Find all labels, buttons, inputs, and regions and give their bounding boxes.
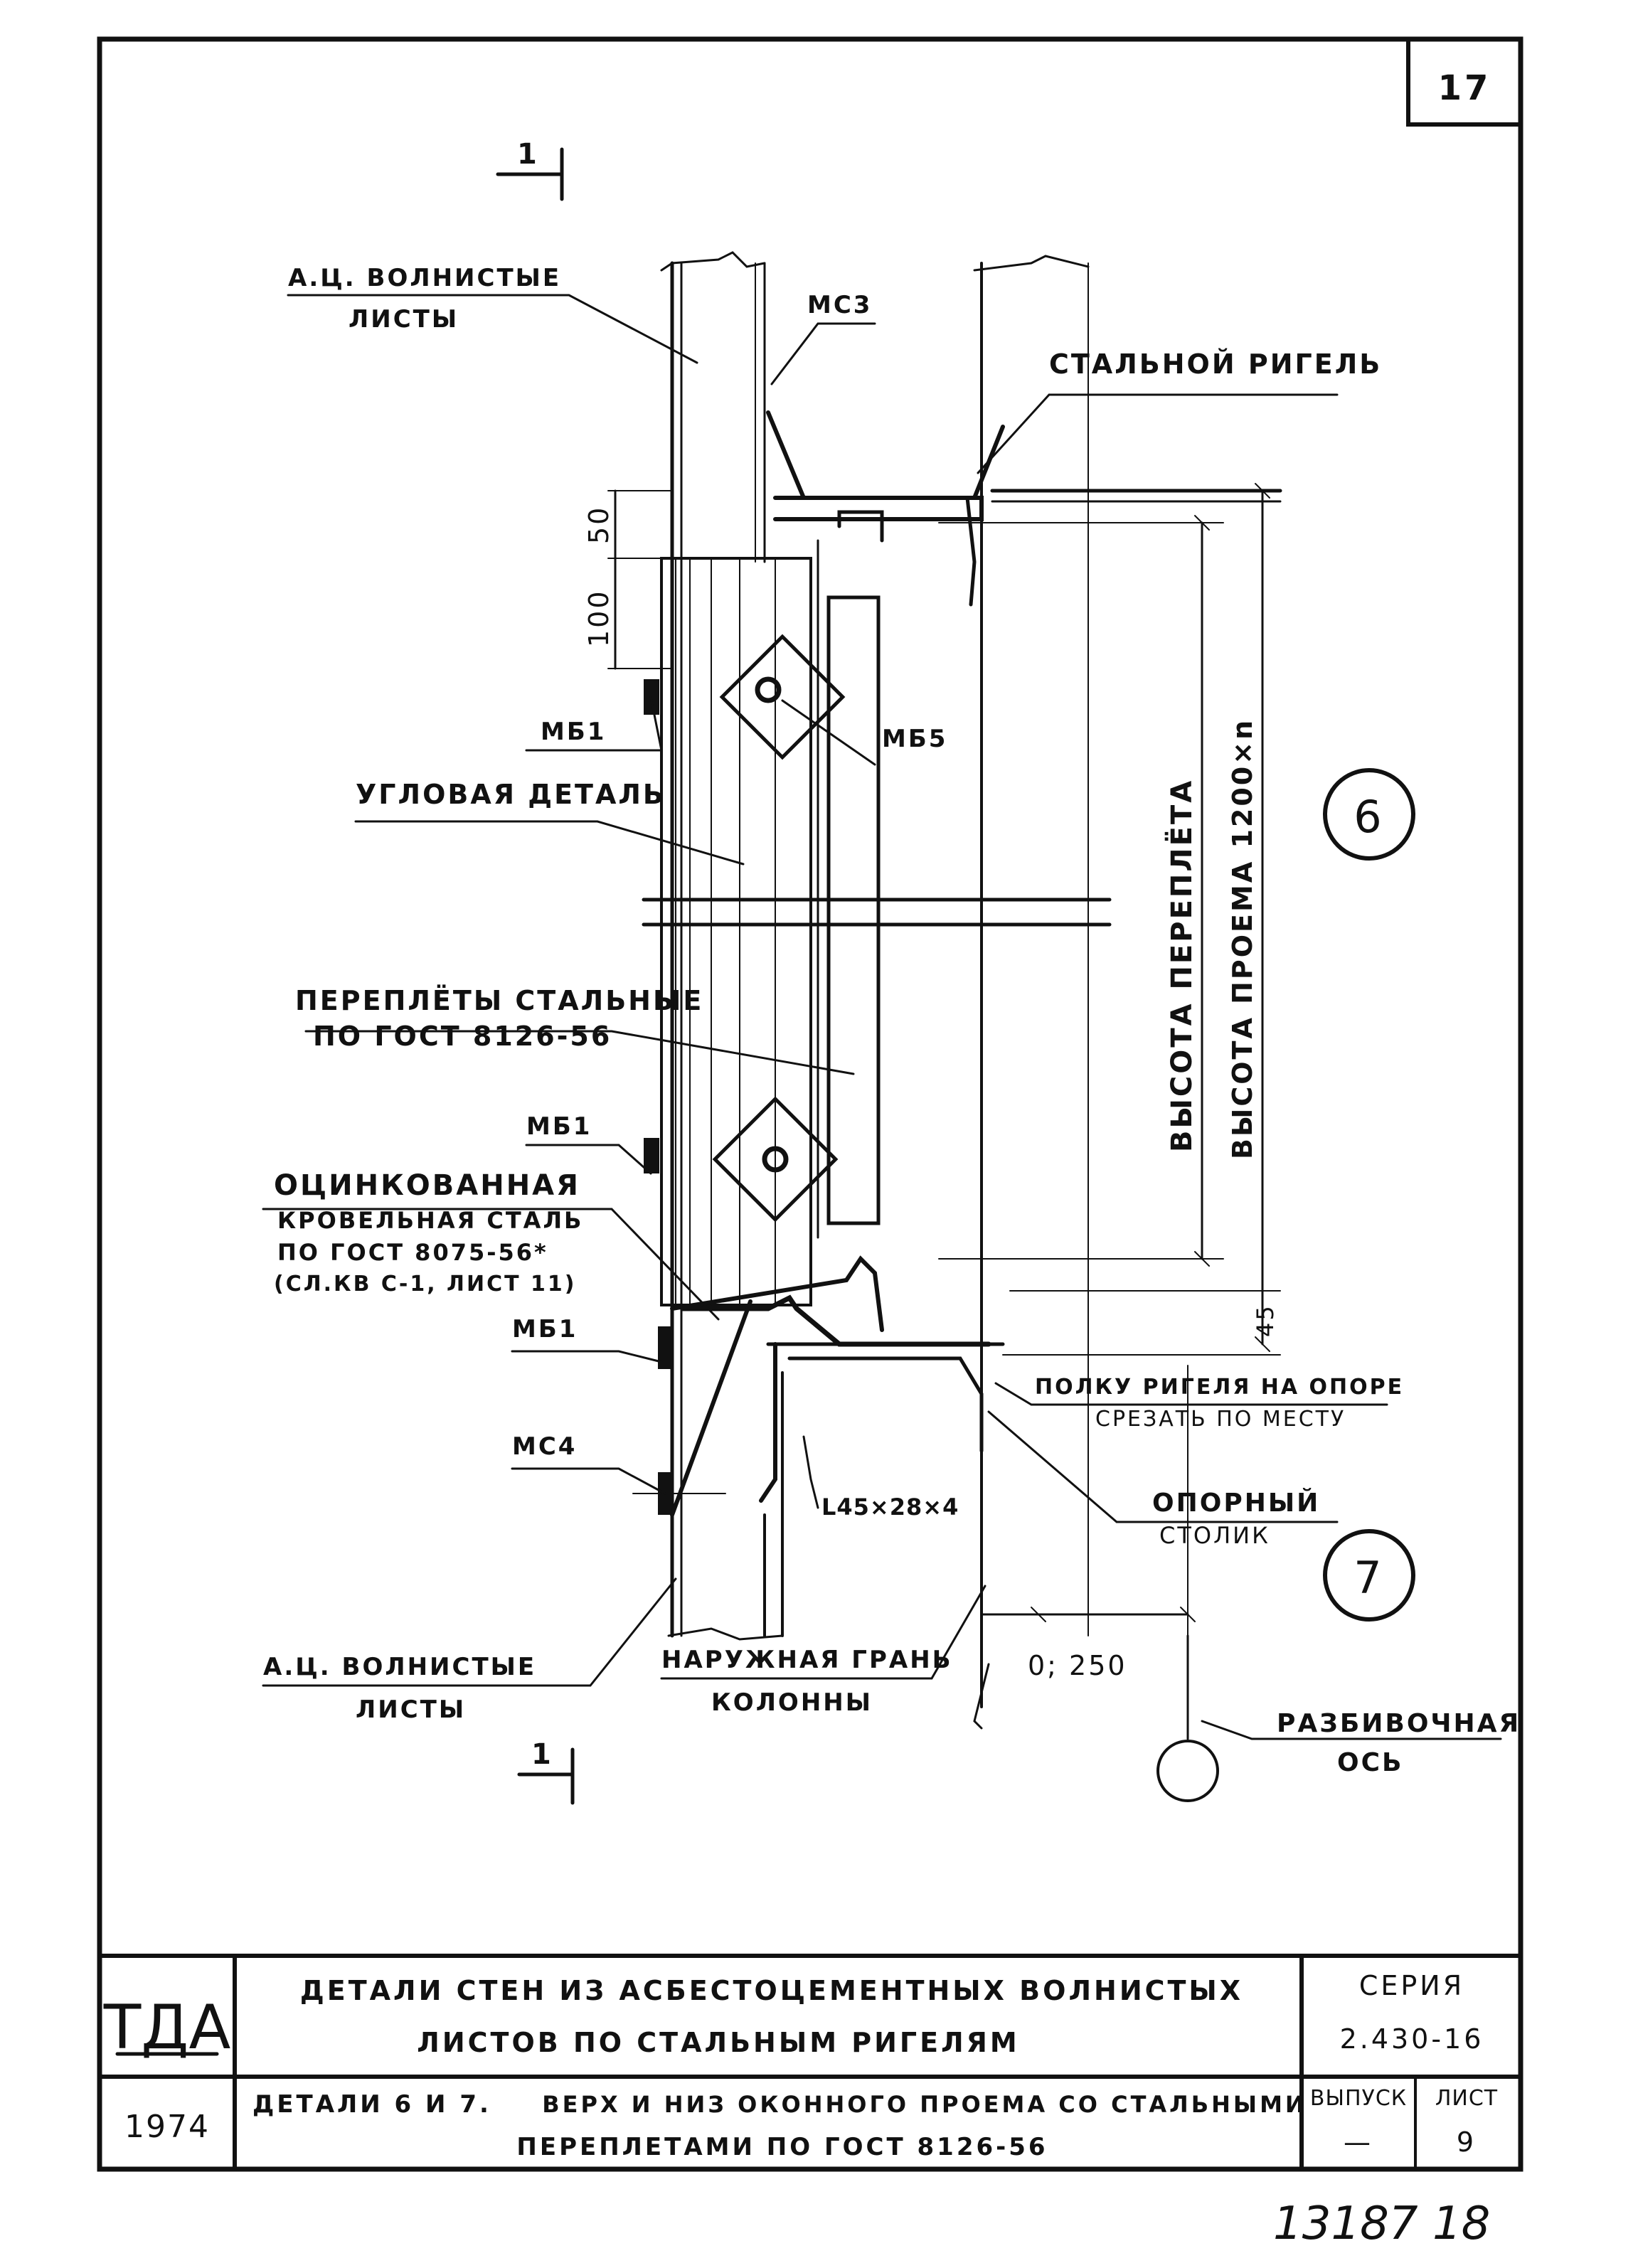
label-mb1-mid: МБ1 xyxy=(526,1112,592,1141)
label-outer-face: НАРУЖНАЯ ГРАНЬ xyxy=(661,1646,953,1674)
label-ac-sheets-bottom-2: ЛИСТЫ xyxy=(356,1695,466,1724)
section-marker-top: 1 xyxy=(496,138,564,201)
dim-frame-height: ВЫСОТА ПЕРЕПЛЁТА xyxy=(1164,779,1198,1152)
svg-text:6: 6 xyxy=(1354,791,1384,843)
leader-lines xyxy=(262,294,1502,1740)
dim-100: 100 xyxy=(583,589,615,647)
subtitle-line-2: ПЕРЕПЛЕТАМИ ПО ГОСТ 8126-56 xyxy=(516,2133,1048,2161)
callout-7: 7 xyxy=(1323,1529,1415,1622)
label-support-table-2: СТОЛИК xyxy=(1159,1522,1270,1549)
sheet-number-box xyxy=(1406,37,1523,127)
section-marker-bottom: 1 xyxy=(517,1738,575,1805)
label-mb5: МБ5 xyxy=(882,725,947,753)
label-mb1-top: МБ1 xyxy=(541,718,606,746)
label-cut-flange-2: СРЕЗАТЬ ПО МЕСТУ xyxy=(1095,1407,1346,1432)
dim-opening-height: ВЫСОТА ПРОЕМА 1200×n xyxy=(1227,718,1258,1159)
sheet-border xyxy=(97,36,1523,2172)
label-ac-sheets-top: А.Ц. ВОЛНИСТЫЕ xyxy=(288,264,561,292)
svg-text:1: 1 xyxy=(517,138,540,171)
label-galvanized: ОЦИНКОВАННАЯ xyxy=(274,1169,580,1202)
callout-6: 6 xyxy=(1323,768,1415,861)
sheet-label: ЛИСТ xyxy=(1435,2086,1498,2111)
issue-label: ВЫПУСК xyxy=(1310,2086,1407,2111)
series-label: СЕРИЯ xyxy=(1359,1970,1464,2001)
label-grid-axis-2: ОСЬ xyxy=(1337,1748,1403,1777)
title-line-1: ДЕТАЛИ СТЕН ИЗ АСБЕСТОЦЕМЕНТНЫХ ВОЛНИСТЫ… xyxy=(300,1975,1243,2006)
logo: ТДА xyxy=(103,1992,231,2063)
svg-text:7: 7 xyxy=(1354,1552,1384,1604)
title-line-2: ЛИСТОВ ПО СТАЛЬНЫМ РИГЕЛЯМ xyxy=(417,2027,1019,2058)
label-mc3: МС3 xyxy=(807,291,872,319)
label-ac-sheets-top-2: ЛИСТЫ xyxy=(349,305,459,334)
label-grid-axis: РАЗБИВОЧНАЯ xyxy=(1277,1709,1521,1738)
label-frames: ПЕРЕПЛЁТЫ СТАЛЬНЫЕ xyxy=(295,985,703,1016)
label-frames-2: ПО ГОСТ 8126-56 xyxy=(313,1021,612,1052)
label-corner-detail: УГЛОВАЯ ДЕТАЛЬ xyxy=(356,779,666,810)
subtitle-lead: ДЕТАЛИ 6 И 7. xyxy=(252,2090,491,2119)
label-steel-girt: СТАЛЬНОЙ РИГЕЛЬ xyxy=(1049,348,1382,380)
dim-50: 50 xyxy=(583,506,615,544)
label-galvanized-2: КРОВЕЛЬНАЯ СТАЛЬ xyxy=(277,1207,583,1234)
label-galvanized-4: (СЛ.КВ С-1, ЛИСТ 11) xyxy=(274,1272,576,1297)
sheet-number: 17 xyxy=(1438,68,1491,108)
label-cut-flange: ПОЛКУ РИГЕЛЯ НА ОПОРЕ xyxy=(1035,1375,1404,1400)
label-offset: 0; 250 xyxy=(1028,1650,1127,1681)
dimension-labels: 50 100 45 ВЫСОТА ПЕРЕПЛЁТА ВЫСОТА ПРОЕМА… xyxy=(583,506,1279,1337)
label-ac-sheets-bottom: А.Ц. ВОЛНИСТЫЕ xyxy=(263,1653,536,1681)
subtitle-line-1: ВЕРХ И НИЗ ОКОННОГО ПРОЕМА СО СТАЛЬНЫМИ xyxy=(542,2091,1307,2118)
label-galvanized-3: ПО ГОСТ 8075-56* xyxy=(277,1239,548,1266)
title-block: ТДА ДЕТАЛИ СТЕН ИЗ АСБЕСТОЦЕМЕНТНЫХ ВОЛН… xyxy=(97,1954,1523,2171)
label-mc4: МС4 xyxy=(512,1432,577,1461)
series-value: 2.430-16 xyxy=(1340,2023,1484,2055)
label-angle: L45×28×4 xyxy=(821,1494,959,1521)
drawing-labels: А.Ц. ВОЛНИСТЫЕ ЛИСТЫ МС3 СТАЛЬНОЙ РИГЕЛЬ… xyxy=(263,264,1521,1777)
sheet-value: 9 xyxy=(1457,2126,1477,2158)
issue-value: — xyxy=(1344,2126,1373,2158)
label-mb1-low: МБ1 xyxy=(512,1315,578,1343)
dim-45: 45 xyxy=(1252,1304,1279,1337)
label-support-table: ОПОРНЫЙ xyxy=(1152,1488,1320,1518)
grid-axis-bubble xyxy=(1156,1740,1219,1802)
year: 1974 xyxy=(124,2109,210,2145)
svg-text:1: 1 xyxy=(531,1738,554,1771)
handwritten-inventory-number: 13187 18 xyxy=(1273,2198,1490,2250)
label-outer-face-2: КОЛОННЫ xyxy=(711,1688,873,1717)
